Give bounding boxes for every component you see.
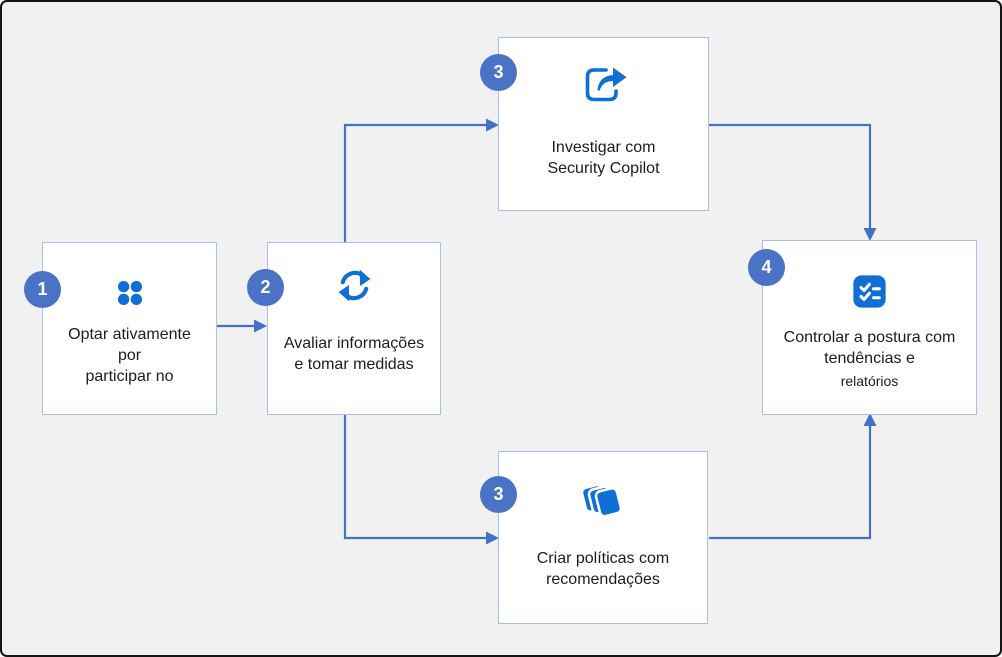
step-1-label-line1: Optar ativamente [68,326,191,343]
step-3-investigate-line2: Security Copilot [547,160,660,177]
step-3-investigate-badge: 3 [480,54,517,91]
checklist-icon [848,270,891,313]
step-3-investigate-line1: Investigar com [551,139,656,156]
sync-arrows-icon [332,263,377,308]
step-3-policies-line1: Criar políticas com [536,550,670,567]
step-2-label-line1: Avaliar informações [283,335,425,352]
step-2-label-line2: e tomar medidas [294,356,414,373]
step-2-box: 2 Avaliar informações e tomar medidas [247,242,441,415]
dots-grid-icon [113,276,147,310]
arrow-investigate-to-posture [709,123,872,229]
step-3-investigate-box: 3 Investigar com Security Copilot [480,37,709,211]
arrow-step2-to-policies [343,415,488,540]
step-1-label-line3: participar no [85,368,174,385]
step-1-label: Optar ativamente por participar no [43,324,216,387]
arrow-policies-to-posture [709,426,872,540]
arrowhead-right-1 [254,319,267,333]
step-4-badge: 4 [748,249,785,286]
step-3-policies-line2: recomendações [546,571,660,588]
step-3-investigate-label: Investigar com Security Copilot [499,137,708,179]
step-3-policies-box: 3 Criar políticas com recomendações [480,451,708,624]
step-3-policies-label: Criar políticas com recomendações [499,548,707,590]
step-3-policies-badge: 3 [480,476,517,513]
share-investigate-icon [580,62,628,106]
step-1-box: 1 Optar ativamente por participar no [24,242,217,415]
step-4-box: 4 Controlar a postura com tendências e r… [748,240,977,415]
step-4-label-line3: relatórios [840,373,899,389]
step-2-badge: 2 [247,269,284,306]
step-4-label-line2: tendências e [824,350,915,367]
step-4-label-line1: Controlar a postura com [783,329,956,346]
step-1-label-line2: por [117,347,142,364]
arrow-step2-to-investigate [343,123,488,242]
step-1-badge: 1 [24,271,61,308]
step-2-label: Avaliar informações e tomar medidas [268,333,440,375]
policy-collection-icon [580,477,627,524]
step-4-label: Controlar a postura com tendências e rel… [763,327,976,394]
